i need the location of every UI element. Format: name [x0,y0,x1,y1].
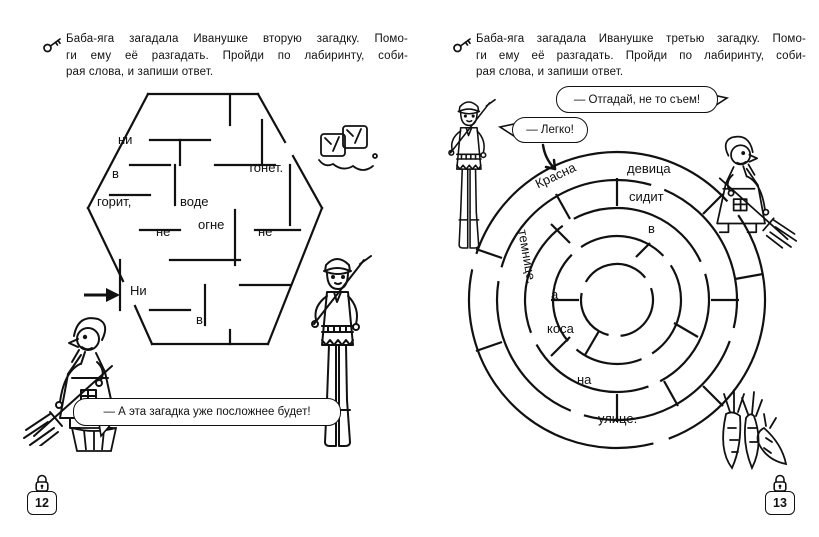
page-number: 12 [27,491,57,515]
hexagon-maze [86,92,324,346]
right-instruction: Баба-яга загадала Иванушке третью загадк… [476,31,806,81]
maze-word: улице. [598,411,638,426]
instruction-line: ги ему её разгадать. Пройди по лабиринту… [66,49,408,62]
speech-text: — Отгадай, не то съем! [573,93,701,106]
left-instruction: Баба-яга загадала Иванушке вторую загадк… [66,31,408,81]
maze-word: коса [547,321,574,336]
maze-word: не [258,224,273,239]
instruction-line: ги ему её разгадать. Пройди по лабиринту… [476,49,806,62]
maze-word: в [112,166,119,181]
speech-bubble: — Отгадай, не то съем! [556,86,718,113]
maze-word: тонет. [248,160,284,175]
key-icon [43,38,61,53]
maze-word: в [648,221,655,236]
maze-word: на [577,372,592,387]
maze-word: Ни [130,283,147,298]
maze-word: огне [198,217,225,232]
key-icon [453,38,471,53]
instruction-line: рая слова, и запиши ответ. [66,66,214,78]
instruction-line: Баба-яга загадала Иванушке третью загадк… [476,33,806,45]
speech-bubble: — Легко! [512,117,588,143]
maze-entrance-arrow-icon [84,288,120,302]
instruction-line: Баба-яга загадала Иванушке вторую загадк… [66,33,408,45]
maze-word: воде [180,194,209,209]
instruction-line: рая слова, и запиши ответ. [476,66,624,78]
ivanushka-illustration [448,98,496,249]
page-number: 13 [765,491,795,515]
maze-word: сидит [629,189,664,204]
speech-bubble: — А эта загадка уже посложнее будет! [73,398,341,426]
speech-text: — А эта загадка уже посложнее будет! [103,406,311,418]
circular-maze [467,150,767,450]
ice-cubes-illustration [318,125,378,171]
maze-word: а [551,287,559,302]
carrots-illustration [722,389,788,471]
maze-word: в [196,312,203,327]
baba-yaga-illustration [716,135,798,249]
maze-word: девица [627,161,671,176]
maze-word: не [156,224,171,239]
speech-text: — Легко! [526,124,574,136]
maze-word: горит, [97,194,132,209]
maze-word: ни [118,132,133,147]
